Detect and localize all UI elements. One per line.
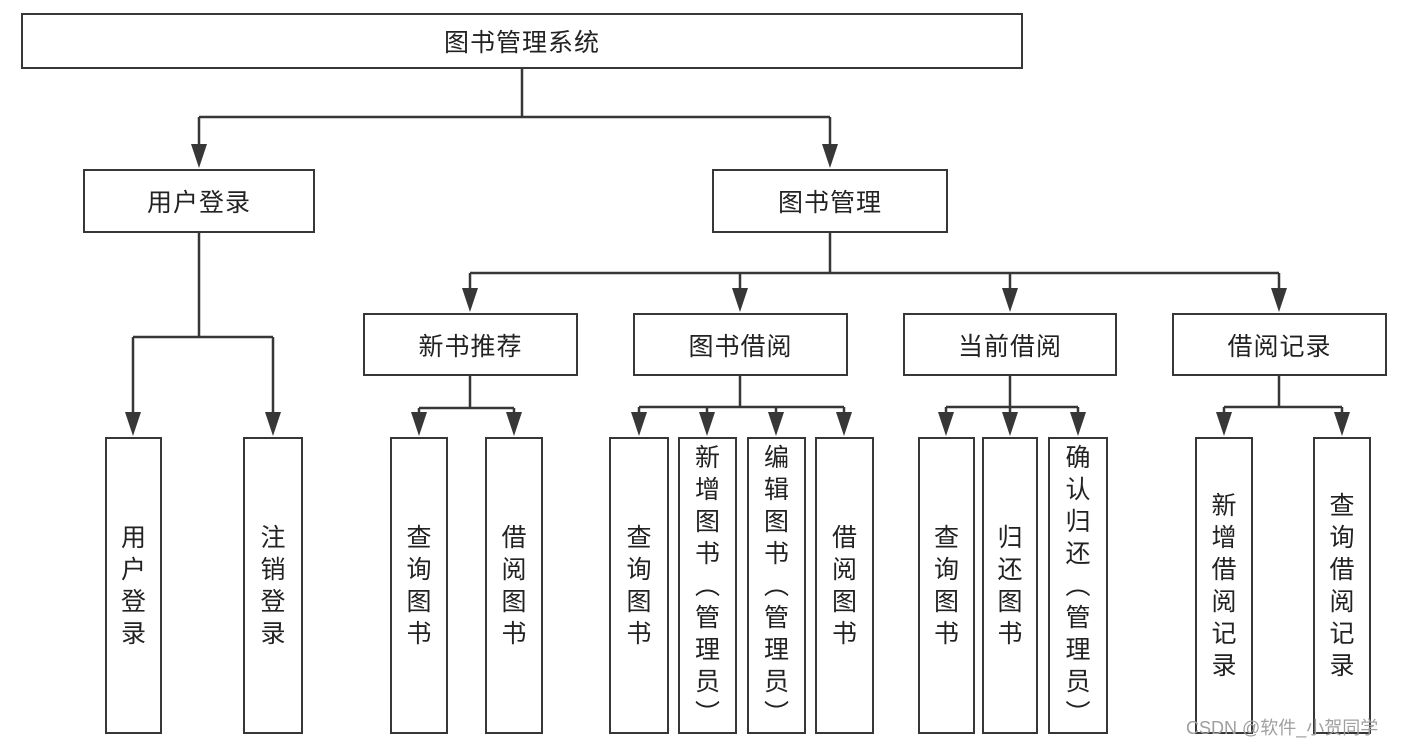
node-book-management: 图书管理	[712, 169, 948, 233]
node-label: 图书借阅	[688, 332, 793, 361]
csdn-watermark: CSDN @软件_小贺同学	[1186, 718, 1379, 738]
node-label: 查 询 图 书	[626, 523, 652, 648]
node-current-borrowing: 当前借阅	[903, 313, 1117, 376]
node-borrowing-records: 借阅记录	[1172, 313, 1387, 376]
node-label: 新 增 借 阅 记 录	[1211, 491, 1237, 680]
node-label: 用户登录	[146, 189, 251, 217]
connector-paths	[131, 69, 1344, 420]
node-label: 借 阅 图 书	[831, 523, 857, 648]
node-new-book-recommendation: 新书推荐	[363, 313, 578, 376]
leaf-query-books: 查 询 图 书	[609, 437, 669, 734]
node-label: 当前借阅	[957, 332, 1062, 361]
node-label: 注 销 登 录	[260, 523, 286, 648]
node-book-borrowing: 图书借阅	[633, 313, 848, 376]
node-label: 图书管理系统	[443, 29, 600, 57]
leaf-query-books: 查 询 图 书	[390, 437, 448, 734]
leaf-borrow-books: 借 阅 图 书	[815, 437, 874, 734]
leaf-query-borrow-record: 查 询 借 阅 记 录	[1313, 437, 1371, 734]
node-book-management-system: 图书管理系统	[21, 13, 1023, 69]
node-label: 图书管理	[777, 189, 882, 217]
node-label: 借 阅 图 书	[501, 523, 527, 648]
node-label: 新 增 图 书 ︵ 管 理 员 ︶	[694, 443, 720, 728]
node-label: 借阅记录	[1227, 332, 1332, 361]
leaf-confirm-return-admin: 确 认 归 还 ︵ 管 理 员 ︶	[1048, 437, 1108, 734]
node-label: 新书推荐	[418, 332, 523, 361]
leaf-edit-books-admin: 编 辑 图 书 ︵ 管 理 员 ︶	[747, 437, 806, 734]
node-user-login: 用户登录	[83, 169, 315, 233]
leaf-logout: 注 销 登 录	[243, 437, 303, 734]
arrow-down-icons	[125, 144, 1350, 436]
node-label: 确 认 归 还 ︵ 管 理 员 ︶	[1065, 443, 1091, 728]
node-label: 查 询 图 书	[406, 523, 432, 648]
leaf-add-borrow-record: 新 增 借 阅 记 录	[1195, 437, 1253, 734]
leaf-add-books-admin: 新 增 图 书 ︵ 管 理 员 ︶	[678, 437, 737, 734]
node-label: 编 辑 图 书 ︵ 管 理 员 ︶	[763, 443, 789, 728]
node-label: 查 询 图 书	[933, 523, 959, 648]
node-label: 用 户 登 录	[120, 523, 146, 648]
node-label: 归 还 图 书	[997, 523, 1023, 648]
leaf-query-books: 查 询 图 书	[918, 437, 975, 734]
leaf-return-books: 归 还 图 书	[982, 437, 1038, 734]
leaf-user-login: 用 户 登 录	[105, 437, 162, 734]
node-label: 查 询 借 阅 记 录	[1329, 491, 1355, 680]
leaf-borrow-books: 借 阅 图 书	[485, 437, 543, 734]
